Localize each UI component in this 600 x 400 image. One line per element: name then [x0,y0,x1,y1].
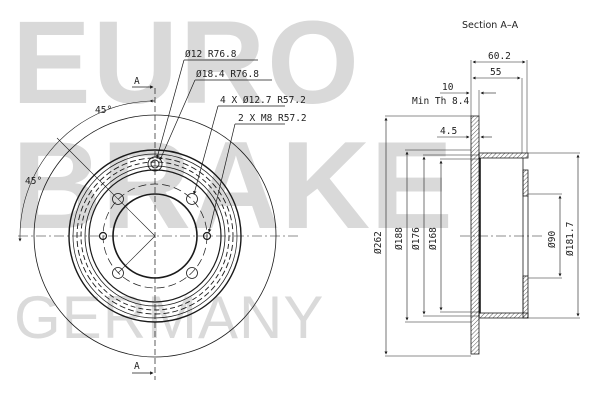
dia-181-7: Ø181.7 [565,221,576,256]
threaded-hole [202,231,212,241]
bolt-hole [186,193,198,205]
dia-90: Ø90 [547,230,558,248]
dim-4-5: 4.5 [440,126,458,137]
dia-176: Ø176 [411,227,422,250]
dia-168: Ø168 [428,227,439,250]
callout-threaded-holes: 2 X M8 R57.2 [238,113,307,124]
section-marker-top: A [134,76,140,87]
section-marker-bottom: A [134,361,140,372]
dia-262: Ø262 [373,231,384,254]
callout-locating-hole: Ø12 R76.8 [185,49,237,60]
bolt-hole [112,267,124,279]
friction-ring-section [470,115,480,355]
callout-locating-counterbore: Ø18.4 R76.8 [196,69,259,80]
bolt-hole [112,193,124,205]
disc-outer-edge [33,114,277,358]
dim-55: 55 [490,67,502,78]
radial-45-line [56,137,156,237]
threaded-hole [98,231,108,241]
bolt-circle [102,183,208,289]
angle-label-2: 45° [25,176,43,187]
dim-10: 10 [442,82,454,93]
dim-60-2: 60.2 [488,51,511,62]
bolt-hole [186,267,198,279]
front-view [18,59,298,380]
locating-hole-outer [147,156,163,172]
locating-hole-inner [150,159,160,169]
section-title: Section A–A [462,20,519,31]
dia-188: Ø188 [394,227,405,250]
callout-bolt-holes: 4 X Ø12.7 R57.2 [220,95,306,106]
section-view [384,60,580,357]
min-thickness: Min Th 8.4 [412,96,470,107]
center-bore [112,193,198,279]
angle-label-1: 45° [95,105,113,116]
